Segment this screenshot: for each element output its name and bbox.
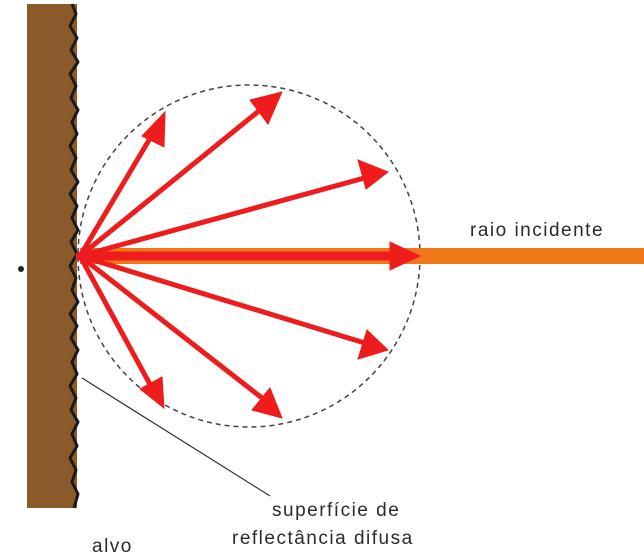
reflected-ray-arrow	[80, 256, 282, 418]
target-wall	[27, 4, 77, 508]
surface-leader-line	[82, 378, 270, 496]
surface-label-line2: reflectância difusa	[232, 528, 414, 549]
reflected-ray-arrow	[80, 92, 282, 256]
reflected-ray-arrow	[80, 242, 420, 270]
surface-label-line1: superfície de	[272, 500, 400, 521]
incident-ray-label: raio incidente	[470, 220, 604, 241]
reflected-rays	[80, 92, 420, 418]
reference-dot	[18, 266, 24, 272]
target-label: alvo	[92, 536, 133, 557]
